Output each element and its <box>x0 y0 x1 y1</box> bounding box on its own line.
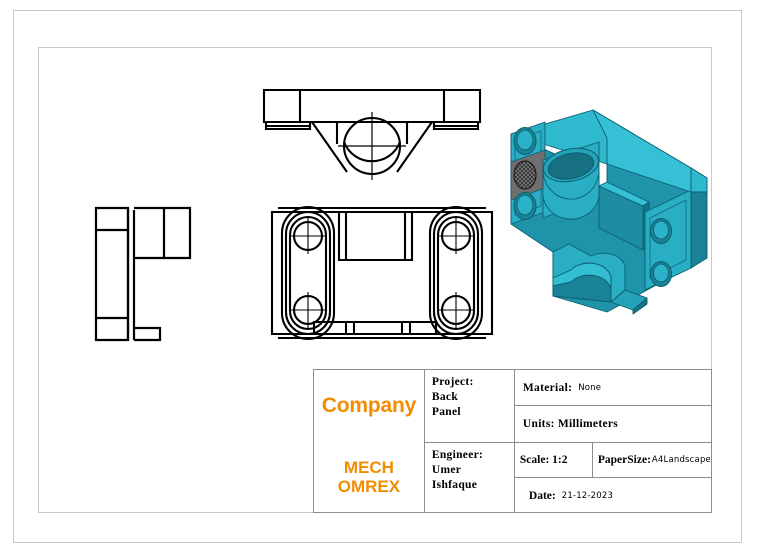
material-label: Material: <box>522 381 573 394</box>
title-block-fields: Project: Back Panel Material: None Units… <box>424 370 711 513</box>
paper-size-value: A4Landscape <box>651 455 711 465</box>
scale-field: Scale: 1:2 <box>515 443 593 477</box>
material-units-stack: Material: None Units: Millimeters <box>514 370 711 442</box>
top-view <box>252 80 492 195</box>
units-field: Units: Millimeters <box>515 406 711 442</box>
scale-paper-date-stack: Scale: 1:2 PaperSize: A4Landscape Date: … <box>514 443 711 513</box>
engineer-value-line-2: Ishfaque <box>431 479 478 491</box>
title-block: Company MECH OMREX Project: Back Panel M… <box>313 369 712 513</box>
paper-size-label: PaperSize: <box>597 454 651 466</box>
scale-paper-row: Scale: 1:2 PaperSize: A4Landscape <box>514 443 711 478</box>
isometric-model <box>510 109 708 315</box>
side-view <box>88 200 198 353</box>
units-label: Units: Millimeters <box>522 418 619 430</box>
paper-size-field: PaperSize: A4Landscape <box>593 443 711 477</box>
engineer-value-line-1: Umer <box>431 464 462 476</box>
hole-center-marks <box>290 218 474 328</box>
engineer-label: Engineer: <box>431 449 484 461</box>
company-name: Company <box>321 393 417 417</box>
scale-label: Scale: 1:2 <box>519 454 568 466</box>
project-value-line-1: Back <box>431 391 459 403</box>
company-sublogo-line-1: MECH <box>343 457 394 477</box>
company-logo-cell: Company <box>314 370 424 441</box>
title-block-row-top: Project: Back Panel Material: None Units… <box>425 370 711 442</box>
sheet-outer-border <box>13 10 742 543</box>
company-sublogo-line-2: OMREX <box>337 476 401 496</box>
title-block-logo-column: Company MECH OMREX <box>314 370 425 512</box>
material-value: None <box>578 382 602 393</box>
title-block-row-bottom: Engineer: Umer Ishfaque Scale: 1:2 Paper… <box>424 442 711 513</box>
company-sublogo-cell: MECH OMREX <box>314 441 424 512</box>
project-label: Project: <box>431 376 474 388</box>
side-view-geometry <box>94 206 192 342</box>
company-sublogo: MECH OMREX <box>338 458 400 496</box>
date-field: Date: 21-12-2023 <box>515 478 711 513</box>
front-view-geometry <box>270 205 494 341</box>
project-value-line-2: Panel <box>431 406 461 418</box>
isometric-view <box>495 100 720 320</box>
center-mark <box>338 112 406 180</box>
engineer-field: Engineer: Umer Ishfaque <box>425 443 515 513</box>
material-field: Material: None <box>514 370 711 406</box>
top-view-geometry <box>262 88 482 180</box>
project-field: Project: Back Panel <box>425 370 515 442</box>
date-value: 21-12-2023 <box>561 490 614 501</box>
front-view <box>258 198 506 353</box>
date-label: Date: <box>528 489 556 502</box>
